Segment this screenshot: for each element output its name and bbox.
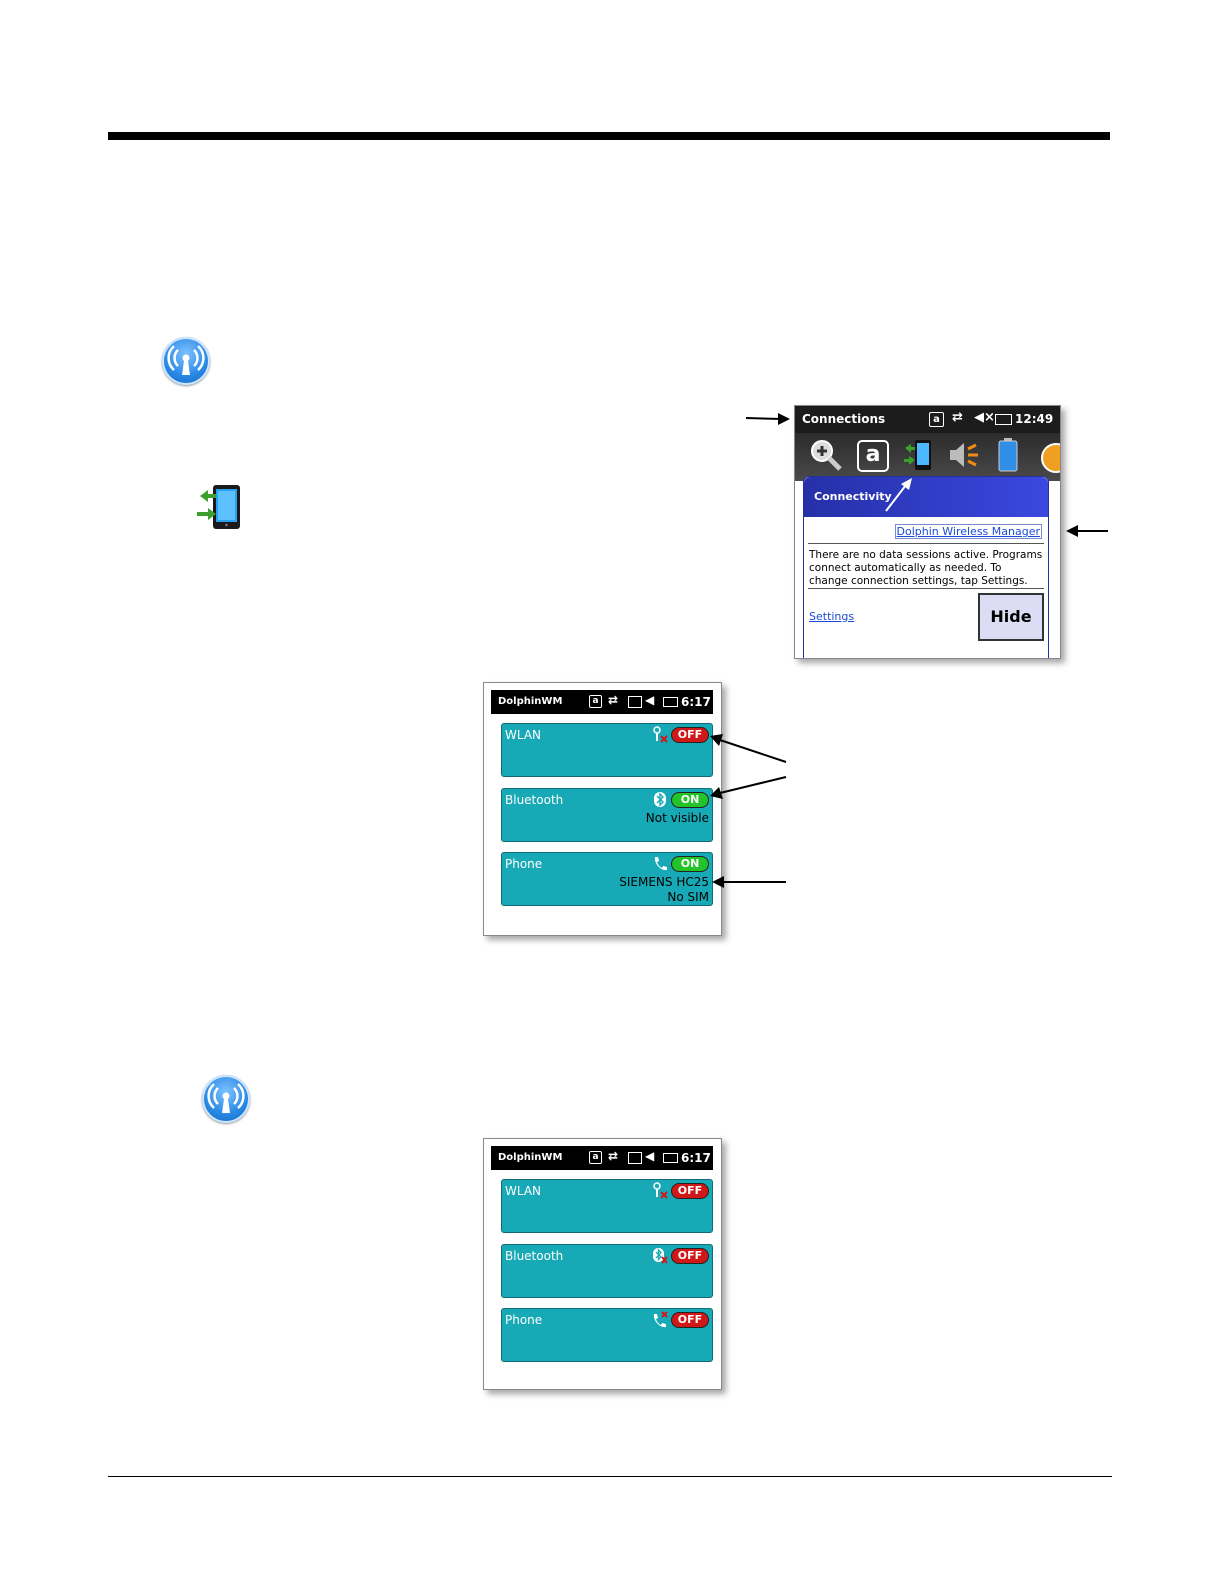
volume-icon[interactable] <box>947 439 983 471</box>
wireless-manager-icon <box>202 1075 250 1123</box>
input-mode-icon[interactable]: a <box>929 412 944 427</box>
pointer-arrows-toggles <box>710 734 787 799</box>
bluetooth-disabled-icon <box>653 1248 668 1264</box>
card-label: Phone <box>505 857 543 871</box>
bluetooth-status: Not visible <box>645 811 709 825</box>
wlan-card[interactable]: WLAN OFF <box>501 723 713 777</box>
card-label: WLAN <box>505 1184 542 1198</box>
bluetooth-toggle[interactable]: ON <box>671 792 709 808</box>
pointer-arrow-tray <box>885 478 912 512</box>
title-bar: DolphinWM a ⇄ ◀ 6:17 <box>491 1146 713 1170</box>
battery-tray-icon[interactable] <box>995 437 1025 473</box>
wlan-card[interactable]: WLAN OFF <box>501 1179 713 1233</box>
wlan-toggle[interactable]: OFF <box>671 1183 709 1199</box>
wireless-manager-icon <box>162 337 210 385</box>
wlan-toggle[interactable]: OFF <box>671 727 709 743</box>
sync-icon[interactable]: ⇄ <box>952 410 963 425</box>
battery-icon[interactable] <box>663 697 678 707</box>
phone-disabled-icon <box>653 1311 668 1328</box>
clock: 6:17 <box>681 1151 711 1165</box>
footer-rule <box>108 1476 1112 1477</box>
icon-tray: a <box>795 433 1060 481</box>
card-label: Bluetooth <box>505 793 564 807</box>
divider <box>808 543 1044 544</box>
connectivity-panel: Connectivity Dolphin Wireless Manager Th… <box>803 476 1049 658</box>
card-label: WLAN <box>505 728 542 742</box>
sync-icon[interactable]: ⇄ <box>608 1149 619 1163</box>
phone-card[interactable]: Phone OFF <box>501 1308 713 1362</box>
wlan-disabled-icon <box>653 1182 668 1199</box>
phone-modem: SIEMENS HC25 <box>619 875 709 889</box>
scroll-right-icon[interactable] <box>1041 443 1060 473</box>
battery-icon[interactable] <box>995 414 1012 425</box>
sync-icon[interactable]: ⇄ <box>608 693 619 707</box>
bluetooth-card[interactable]: Bluetooth OFF <box>501 1244 713 1298</box>
connections-screenshot: Connections a ⇄ ◀× 12:49 a Con <box>794 405 1061 659</box>
connection-message: There are no data sessions active. Progr… <box>809 549 1043 587</box>
alpha-input-icon[interactable]: a <box>857 440 889 472</box>
zoom-in-icon[interactable] <box>809 438 843 472</box>
divider <box>808 588 1044 589</box>
card-label: Bluetooth <box>505 1249 564 1263</box>
phone-card[interactable]: Phone ON SIEMENS HC25 No SIM <box>501 852 713 906</box>
title-bar: Connections a ⇄ ◀× 12:49 <box>795 406 1060 433</box>
app-title: DolphinWM <box>498 696 563 707</box>
bluetooth-toggle[interactable]: OFF <box>671 1248 709 1264</box>
bluetooth-card[interactable]: Bluetooth ON Not visible <box>501 788 713 842</box>
speaker-mute-icon[interactable]: ◀ <box>645 693 655 707</box>
window-title: Connections <box>802 412 886 426</box>
panel-header-title: Connectivity <box>814 490 892 503</box>
card-icon[interactable] <box>628 696 642 708</box>
speaker-mute-icon[interactable]: ◀ <box>645 1149 655 1163</box>
phone-icon <box>654 857 667 871</box>
connectivity-tray-icon[interactable] <box>903 438 937 474</box>
settings-link[interactable]: Settings <box>809 610 855 623</box>
speaker-mute-icon[interactable]: ◀× <box>974 410 995 425</box>
hide-button[interactable]: Hide <box>978 593 1044 641</box>
pointer-arrow-phone-status <box>712 876 786 888</box>
input-mode-icon[interactable]: a <box>589 1151 602 1164</box>
clock: 6:17 <box>681 695 711 709</box>
dolphin-wireless-manager-link[interactable]: Dolphin Wireless Manager <box>894 524 1042 539</box>
wlan-disabled-icon <box>653 726 668 743</box>
app-title: DolphinWM <box>498 1152 563 1163</box>
card-label: Phone <box>505 1313 543 1327</box>
pointer-arrow-title <box>745 413 790 425</box>
dolphin-wm-screen-on: DolphinWM a ⇄ ◀ 6:17 WLAN OFF Bluetooth … <box>483 682 722 936</box>
header-rule <box>108 132 1110 140</box>
pointer-arrow-link <box>1066 525 1108 537</box>
input-mode-icon[interactable]: a <box>589 695 602 708</box>
connectivity-phone-icon <box>196 484 242 530</box>
title-bar: DolphinWM a ⇄ ◀ 6:17 <box>491 690 713 714</box>
dolphin-wm-screen-off: DolphinWM a ⇄ ◀ 6:17 WLAN OFF Bluetooth … <box>483 1138 722 1390</box>
card-icon[interactable] <box>628 1152 642 1164</box>
phone-toggle[interactable]: ON <box>671 856 709 872</box>
phone-sim-status: No SIM <box>667 890 709 904</box>
bluetooth-icon <box>654 792 666 807</box>
phone-toggle[interactable]: OFF <box>671 1312 709 1328</box>
clock: 12:49 <box>1015 412 1054 426</box>
panel-header: Connectivity <box>804 477 1048 517</box>
battery-icon[interactable] <box>663 1153 678 1163</box>
